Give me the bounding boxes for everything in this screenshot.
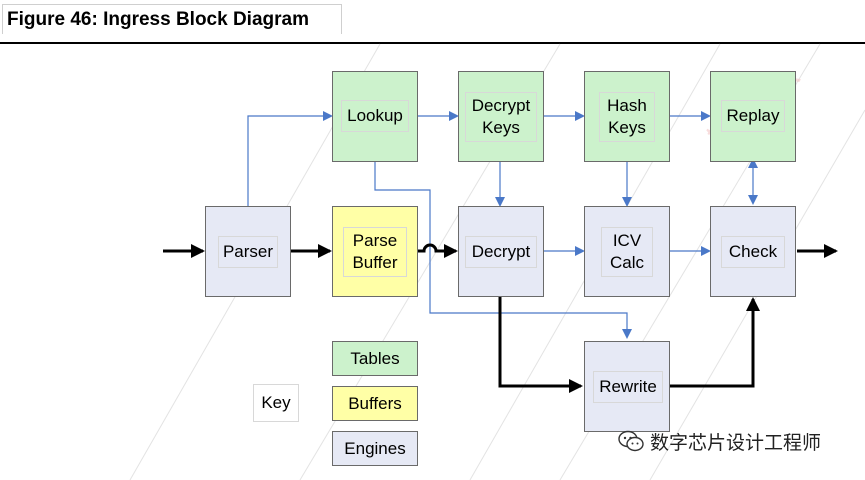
source-watermark: 数字芯片设计工程师 bbox=[618, 426, 821, 456]
hash-keys-block: Hash Keys bbox=[584, 71, 670, 162]
rewrite-label: Rewrite bbox=[593, 371, 663, 403]
arrow-decrypt-rewrite bbox=[498, 296, 583, 393]
title-rule bbox=[0, 42, 865, 44]
hash-keys-label: Hash Keys bbox=[599, 92, 655, 142]
key-engines: Engines bbox=[332, 431, 418, 466]
icv-calc-label: ICV Calc bbox=[601, 227, 653, 277]
rewrite-block: Rewrite bbox=[584, 341, 670, 432]
replay-label: Replay bbox=[721, 100, 785, 132]
check-label: Check bbox=[721, 236, 785, 268]
decrypt-keys-label: Decrypt Keys bbox=[465, 92, 537, 142]
icv-calc-block: ICV Calc bbox=[584, 206, 670, 297]
key-label: Key bbox=[253, 384, 299, 422]
arrow-rewrite-check bbox=[670, 297, 760, 388]
decrypt-block: Decrypt bbox=[458, 206, 544, 297]
lookup-label: Lookup bbox=[341, 100, 409, 132]
key-buffers-label: Buffers bbox=[348, 393, 402, 413]
check-block: Check bbox=[710, 206, 796, 297]
figure-title: Figure 46: Ingress Block Diagram bbox=[2, 4, 342, 34]
parser-label: Parser bbox=[218, 236, 278, 268]
key-tables: Tables bbox=[332, 341, 418, 376]
key-engines-label: Engines bbox=[344, 438, 406, 458]
arrow-parsebuffer-decrypt bbox=[418, 243, 458, 258]
source-watermark-text: 数字芯片设计工程师 bbox=[650, 431, 822, 454]
key-tables-label: Tables bbox=[350, 348, 400, 368]
key-buffers: Buffers bbox=[332, 386, 418, 421]
parse-buffer-block: Parse Buffer bbox=[332, 206, 418, 297]
arrow-parser-lookup bbox=[247, 111, 333, 207]
decrypt-keys-block: Decrypt Keys bbox=[458, 71, 544, 162]
parser-block: Parser bbox=[205, 206, 291, 297]
wechat-icon bbox=[618, 430, 644, 452]
lookup-block: Lookup bbox=[332, 71, 418, 162]
arrow-lookup-rewrite bbox=[374, 162, 632, 339]
decrypt-label: Decrypt bbox=[465, 236, 537, 268]
parse-buffer-label: Parse Buffer bbox=[343, 227, 407, 277]
replay-block: Replay bbox=[710, 71, 796, 162]
